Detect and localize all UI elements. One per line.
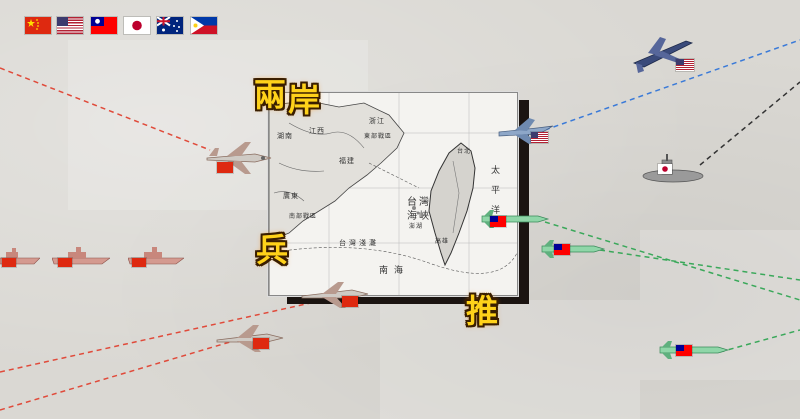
submarine-icon: [642, 154, 704, 183]
map-label: 南: [379, 264, 388, 276]
map-label: 海: [394, 264, 403, 276]
china-flag-icon: [58, 258, 72, 267]
map-label: 東: [364, 132, 370, 140]
china-flag-icon: [217, 162, 233, 173]
map-label: 廣: [283, 191, 290, 200]
taiwan-flag-icon: [91, 17, 117, 34]
map-drawing: 台 灣 海 峽 南 海 太 平 洋 廣 東 福 建 浙 江 江 西 湖 南 台: [269, 93, 517, 295]
china-flag-icon: [342, 296, 358, 307]
china-fighter-jet: [205, 140, 275, 180]
china-trajectory-line: [0, 341, 231, 411]
china-trajectory-line: [0, 291, 361, 373]
background-paper-block: [380, 300, 640, 419]
usa-flag-icon: [57, 17, 83, 34]
map-label: 峽: [419, 209, 429, 222]
taiwan-missile: [480, 208, 550, 230]
japan-submarine: [642, 152, 704, 186]
usa-flag-icon: [676, 59, 694, 71]
china-warship: [0, 246, 40, 268]
title-char-bing: 兵: [256, 231, 289, 269]
map-label: 雄: [442, 237, 448, 245]
taiwan-missile: [540, 238, 606, 260]
usa-flag-icon: [531, 132, 548, 143]
fighter-jet-icon: [301, 282, 369, 308]
map-label: 太: [491, 164, 500, 176]
fighter-jet-icon: [206, 142, 272, 174]
china-warship: [128, 246, 184, 268]
map-label: 灣: [349, 238, 356, 247]
map-label: 高: [435, 237, 441, 245]
taiwan-flag-icon: [554, 244, 570, 255]
map-label: 區: [385, 133, 391, 140]
title-char-liang: 兩: [254, 76, 287, 114]
map-label: 戰: [378, 132, 384, 140]
map-label: 南: [289, 212, 295, 220]
map-label: 灣: [419, 196, 429, 208]
map-label: 部: [371, 132, 377, 140]
map-label: 台: [407, 195, 417, 208]
us-trajectory-line: [544, 39, 800, 131]
title-char-tui: 推: [466, 292, 499, 330]
map-label: 江: [377, 117, 384, 125]
philippines-flag-icon: [191, 17, 217, 34]
japan-flag-icon: [124, 17, 150, 34]
map-label: 戰: [303, 212, 309, 220]
map-label: 浙: [369, 116, 376, 125]
map-label: 湖: [277, 131, 284, 140]
map-label: 東: [291, 191, 298, 200]
us-bomber: [630, 33, 700, 78]
map-label: 洋: [491, 204, 500, 216]
taiwan-trajectory-line: [719, 329, 800, 353]
japan-flag-icon: [658, 164, 672, 174]
map-label: 北: [464, 147, 470, 155]
bomber-icon: [632, 37, 694, 73]
us-fighter-jet: [497, 116, 555, 146]
china-flag-icon: [25, 17, 51, 34]
china-flag-icon: [253, 338, 269, 349]
map-label: 部: [296, 212, 302, 220]
taiwan-missile: [658, 338, 730, 362]
map-label: 西: [317, 127, 324, 135]
taiwan-strait-map: 台 灣 海 峽 南 海 太 平 洋 廣 東 福 建 浙 江 江 西 湖 南 台: [268, 92, 518, 296]
map-label: 江: [309, 127, 316, 135]
taiwan-flag-icon: [676, 345, 692, 356]
map-label: 灘: [369, 238, 376, 247]
map-label: 建: [347, 156, 354, 165]
map-label: 區: [310, 213, 316, 220]
map-label: 澎: [409, 222, 415, 230]
china-flag-icon: [132, 258, 146, 267]
map-label: 南: [285, 131, 292, 140]
taiwan-flag-icon: [490, 216, 506, 227]
china-flag-icon: [2, 258, 16, 267]
china-warship: [52, 246, 110, 268]
map-label: 湖: [416, 222, 422, 230]
map-label: 海: [407, 209, 417, 222]
map-label: 台: [457, 147, 463, 155]
fighter-jet-icon: [216, 325, 284, 352]
missile-icon: [541, 240, 606, 258]
taiwan-trajectory-line: [599, 249, 800, 281]
missile-icon: [659, 341, 730, 359]
china-fighter-jet: [215, 322, 285, 354]
map-label: 福: [339, 156, 346, 165]
title-char-an: 岸: [288, 81, 321, 119]
map-label: 平: [491, 185, 500, 196]
map-label: 台: [339, 238, 346, 247]
japan-trajectory-line: [699, 81, 800, 166]
china-fighter-jet: [300, 280, 370, 310]
australia-flag-icon: [157, 17, 183, 34]
map-label: 淺: [359, 238, 366, 247]
china-trajectory-line: [0, 67, 211, 151]
